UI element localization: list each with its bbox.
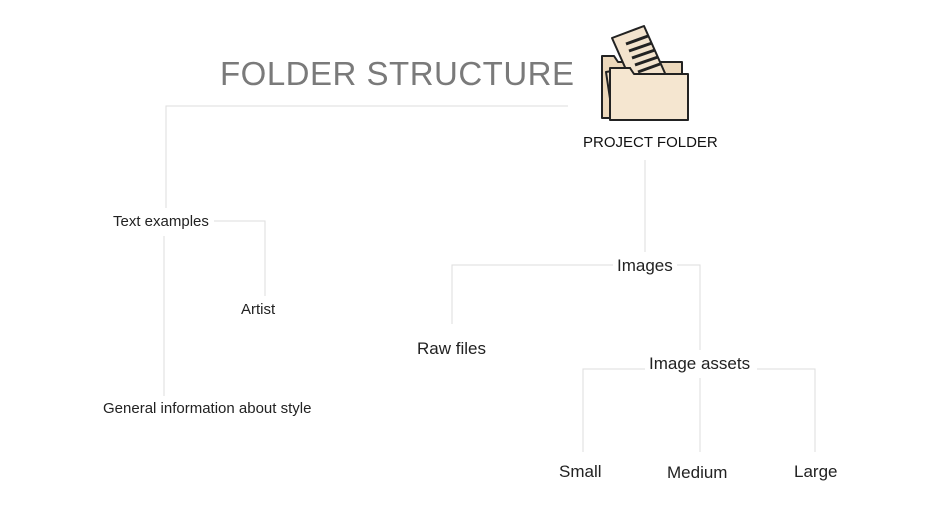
connector-images-to-raw	[451, 264, 614, 324]
node-raw-files: Raw files	[413, 339, 490, 359]
connector-text-to-artist	[214, 220, 266, 296]
node-large: Large	[790, 462, 842, 482]
node-small: Small	[555, 462, 606, 482]
connector-assets-to-large	[757, 368, 816, 452]
node-image-assets: Image assets	[645, 354, 755, 374]
project-folder-label: PROJECT FOLDER	[583, 134, 718, 151]
connector-root-to-text-examples	[165, 105, 568, 208]
node-images: Images	[613, 256, 677, 276]
diagram-title: FOLDER STRUCTURE	[220, 55, 575, 92]
node-text-examples: Text examples	[109, 213, 213, 230]
node-artist: Artist	[237, 301, 280, 318]
connector-images-to-assets	[676, 264, 701, 350]
connector-assets-to-small	[582, 368, 645, 452]
node-medium: Medium	[663, 463, 732, 483]
node-general-information: General information about style	[99, 400, 316, 417]
folder-with-documents-icon	[601, 25, 689, 121]
